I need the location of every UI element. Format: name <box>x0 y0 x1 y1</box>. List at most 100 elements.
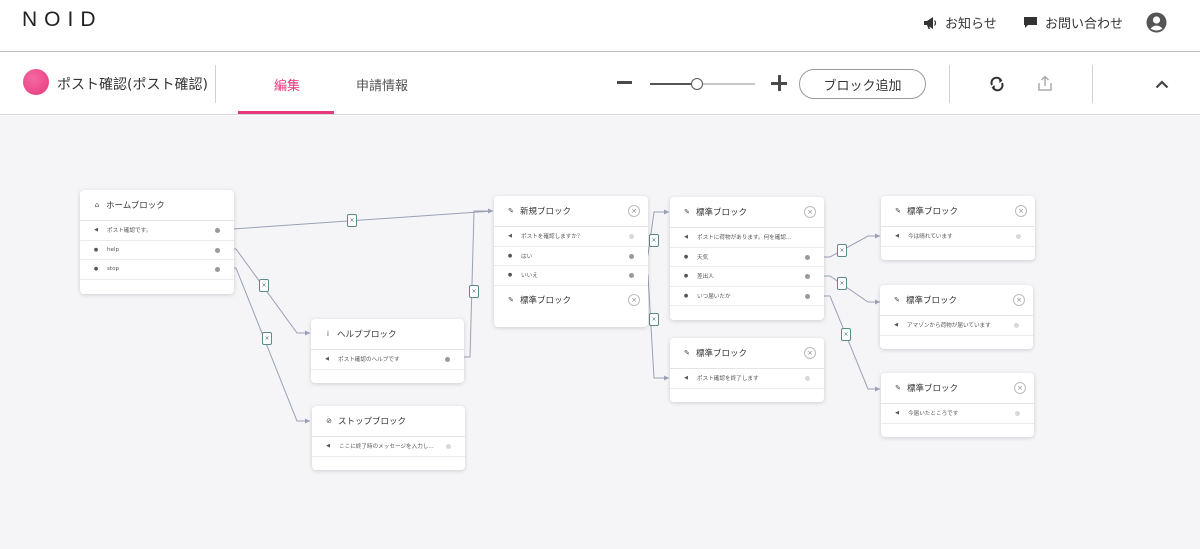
block-row[interactable]: ● help <box>80 241 234 260</box>
person-icon: ● <box>683 273 689 280</box>
speaker-icon: ◀ <box>94 227 98 234</box>
block-row[interactable]: ● いつ届いたか <box>670 287 824 306</box>
close-icon[interactable]: × <box>628 205 640 217</box>
block-row[interactable]: ◀ ポスト確認です。 <box>80 221 234 241</box>
connector-dot[interactable] <box>1015 411 1020 416</box>
block-row[interactable]: ● stop <box>80 260 234 280</box>
row-text: ここに終了時のメッセージを入力し... <box>339 444 434 451</box>
block-row[interactable]: ◀ 今届いたところです <box>881 404 1034 424</box>
block-row[interactable]: ● 天気 <box>670 248 824 267</box>
connector-dot[interactable] <box>805 274 810 279</box>
block-header[interactable]: ✎ 標準ブロック × <box>881 373 1034 404</box>
block-header[interactable]: ✎ 標準ブロック × <box>881 196 1035 227</box>
close-icon[interactable]: × <box>1013 294 1025 306</box>
block-row[interactable]: ● いいえ <box>494 266 648 286</box>
new-block[interactable]: ✎ 新規ブロック × ◀ ポストを確認しますか？ ● はい ● いいえ ✎ 標準… <box>494 196 648 327</box>
row-text: help <box>107 246 120 253</box>
block-header[interactable]: ✎ 標準ブロック × <box>670 197 824 228</box>
add-block-button[interactable]: ブロック追加 <box>799 69 926 99</box>
edge-delete-button[interactable]: × <box>649 234 659 247</box>
connector-dot[interactable] <box>629 253 634 259</box>
block-header[interactable]: i ヘルプブロック <box>311 319 464 350</box>
edge-delete-button[interactable]: × <box>259 279 269 292</box>
connector-dot[interactable] <box>629 234 634 239</box>
close-icon[interactable]: × <box>804 206 816 218</box>
contact-link[interactable]: お問い合わせ <box>1023 13 1123 32</box>
row-text: stop <box>107 266 120 273</box>
export-icon[interactable] <box>1037 75 1053 92</box>
block-row[interactable]: ◀ ポスト確認のヘルプです <box>311 350 464 370</box>
person-icon: ● <box>93 246 99 253</box>
block-row[interactable]: ◀ 今は晴れています <box>881 227 1035 247</box>
flow-canvas[interactable]: × × × × × × × × × ⌂ ホームブロック ◀ ポスト確認です。 ●… <box>0 116 1200 549</box>
contact-label: お問い合わせ <box>1045 17 1124 32</box>
block-header[interactable]: ✎ 標準ブロック × <box>880 285 1033 316</box>
zoom-slider-thumb[interactable] <box>691 78 704 90</box>
edge-delete-button[interactable]: × <box>649 313 659 326</box>
connector-dot[interactable] <box>805 376 810 381</box>
block-header[interactable]: ⊘ ストップブロック <box>312 406 465 437</box>
connector-dot[interactable] <box>446 444 451 449</box>
row-text: ポスト確認のヘルプです <box>338 357 400 364</box>
stop-icon: ⊘ <box>326 417 332 425</box>
close-icon[interactable]: × <box>804 347 816 359</box>
connector-dot[interactable] <box>215 267 220 272</box>
tab-edit[interactable]: 編集 <box>274 79 301 94</box>
standard-block-end[interactable]: ✎ 標準ブロック × ◀ ポスト確認を終了します <box>670 338 824 402</box>
zoom-out-button[interactable] <box>617 81 632 84</box>
edge-delete-button[interactable]: × <box>469 285 479 298</box>
block-title: 標準ブロック <box>907 384 959 394</box>
connector-dot[interactable] <box>1016 234 1021 239</box>
standard-block-menu[interactable]: ✎ 標準ブロック × ◀ ポストに荷物があります。何を確認... ● 天気 ● … <box>670 197 824 320</box>
block-title: ヘルプブロック <box>337 330 397 340</box>
overlapped-block-header[interactable]: ✎ 標準ブロック × <box>494 286 648 314</box>
chevron-up-icon[interactable] <box>1155 79 1169 89</box>
block-row[interactable]: ◀ ポストに荷物があります。何を確認... <box>670 228 824 248</box>
standard-block-sender[interactable]: ✎ 標準ブロック × ◀ アマゾンから荷物が届いています <box>880 285 1033 349</box>
edge-delete-button[interactable]: × <box>837 244 847 257</box>
refresh-icon[interactable] <box>989 76 1005 92</box>
zoom-in-button[interactable] <box>771 75 787 91</box>
block-row[interactable]: ● はい <box>494 247 648 266</box>
stop-block[interactable]: ⊘ ストップブロック ◀ ここに終了時のメッセージを入力し... <box>312 406 465 470</box>
app-logo[interactable]: NOID <box>22 8 103 31</box>
block-row[interactable]: ◀ ここに終了時のメッセージを入力し... <box>312 437 465 457</box>
close-icon[interactable]: × <box>1014 382 1026 394</box>
block-title: 標準ブロック <box>906 296 958 306</box>
close-icon[interactable]: × <box>1015 205 1027 217</box>
connector-dot[interactable] <box>805 293 810 299</box>
block-header[interactable]: ✎ 新規ブロック × <box>494 196 648 227</box>
zoom-slider[interactable] <box>650 78 755 90</box>
speaker-icon: ◀ <box>326 443 330 450</box>
connector-dot[interactable] <box>629 273 634 278</box>
standard-block-arrival[interactable]: ✎ 標準ブロック × ◀ 今届いたところです <box>881 373 1034 437</box>
edge-delete-button[interactable]: × <box>841 328 851 341</box>
help-block[interactable]: i ヘルプブロック ◀ ポスト確認のヘルプです <box>311 319 464 383</box>
notifications-link[interactable]: お知らせ <box>922 13 997 32</box>
pin-icon: ✎ <box>508 295 514 304</box>
standard-block-weather[interactable]: ✎ 標準ブロック × ◀ 今は晴れています <box>881 196 1035 260</box>
connector-dot[interactable] <box>1014 323 1019 328</box>
block-title: 標準ブロック <box>696 208 748 218</box>
block-row[interactable]: ◀ ポストを確認しますか？ <box>494 227 648 247</box>
home-block[interactable]: ⌂ ホームブロック ◀ ポスト確認です。 ● help ● stop <box>80 190 234 294</box>
person-icon: ● <box>683 253 689 260</box>
edge-delete-button[interactable]: × <box>262 332 272 345</box>
person-icon: ● <box>683 292 689 299</box>
account-icon[interactable] <box>1146 12 1167 33</box>
close-icon[interactable]: × <box>628 293 640 306</box>
edge-delete-button[interactable]: × <box>347 214 357 227</box>
edge-delete-button[interactable]: × <box>837 277 847 290</box>
connector-dot[interactable] <box>215 247 220 253</box>
row-text: ポストを確認しますか？ <box>521 234 583 241</box>
connector-dot[interactable] <box>805 254 810 260</box>
block-row[interactable]: ◀ アマゾンから荷物が届いています <box>880 316 1033 336</box>
row-text: ポスト確認です。 <box>107 228 152 235</box>
block-header[interactable]: ⌂ ホームブロック <box>80 190 234 221</box>
block-row[interactable]: ◀ ポスト確認を終了します <box>670 369 824 389</box>
connector-dot[interactable] <box>445 357 450 362</box>
tab-application-info[interactable]: 申請情報 <box>356 79 409 94</box>
block-row[interactable]: ● 差出人 <box>670 267 824 287</box>
connector-dot[interactable] <box>215 228 220 233</box>
block-header[interactable]: ✎ 標準ブロック × <box>670 338 824 369</box>
